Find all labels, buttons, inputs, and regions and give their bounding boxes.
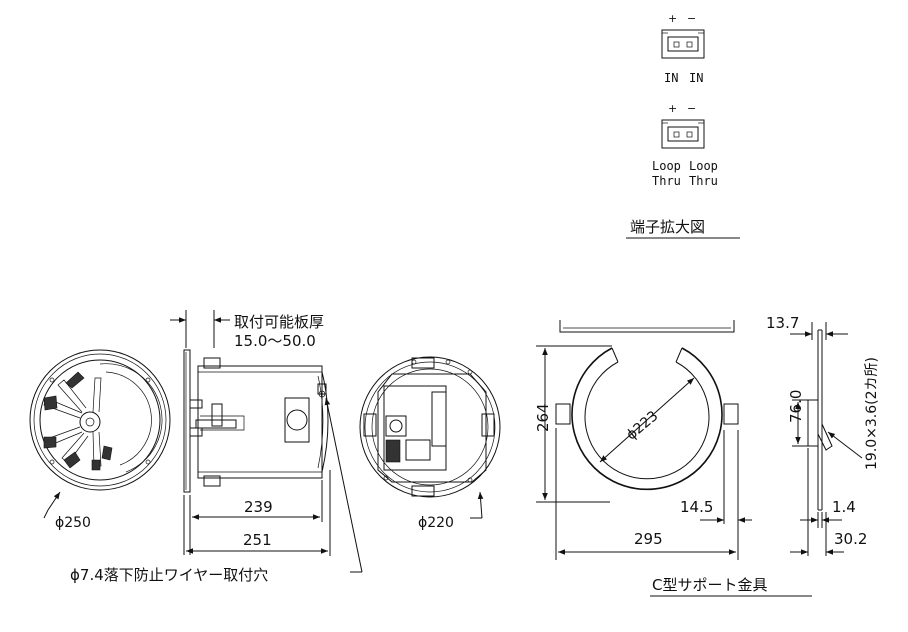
side-thickness-dim: 1.4 (832, 498, 856, 516)
bracket-height-dim: 264 (534, 403, 552, 432)
speaker-side-view: 取付可能板厚 15.0〜50.0 239 251 (70, 310, 363, 584)
speaker-back-view: ϕ220 (359, 356, 501, 531)
side-height-dim: 76.0 (787, 390, 805, 423)
terminal-loop-minus: − (687, 102, 696, 115)
wire-hole-label: ϕ7.4落下防止ワイヤー取付穴 (70, 566, 268, 584)
panel-thickness-range: 15.0〜50.0 (234, 332, 316, 350)
bracket-side-view: 13.7 76.0 19.0×3.6(2カ所) 1.4 30.2 (766, 314, 880, 556)
front-diameter-dim: ϕ250 (55, 515, 91, 531)
back-diameter-dim: ϕ220 (418, 515, 454, 531)
terminal-loop-label-right-1: Loop (689, 159, 718, 173)
terminal-loop-label-right-2: Thru (689, 174, 718, 188)
terminal-detail: + − IN IN + − Loop Thru Loop Thru 端子拡大図 (626, 12, 740, 239)
side-width-dim: 30.2 (834, 530, 867, 548)
terminal-in-minus: − (687, 12, 696, 25)
bracket-diameter-dim: ϕ223 (624, 408, 662, 443)
side-top-dim: 13.7 (766, 314, 799, 332)
terminal-caption: 端子拡大図 (630, 218, 705, 236)
terminal-loop-label-left-1: Loop (652, 159, 681, 173)
terminal-in-plus: + (668, 12, 677, 25)
c-bracket-view: ϕ223 264 14.5 295 C型サポート金具 (534, 320, 812, 597)
terminal-block-in (661, 29, 705, 59)
bracket-width-dim: 295 (634, 530, 663, 548)
bracket-caption: C型サポート金具 (652, 576, 767, 594)
bracket-offset-dim: 14.5 (680, 498, 713, 516)
speaker-front-view: ϕ250 (29, 349, 171, 531)
terminal-in-label-left: IN (664, 71, 678, 85)
panel-thickness-title: 取付可能板厚 (234, 313, 324, 331)
depth-inner-dim: 239 (244, 498, 273, 516)
terminal-in-label-right: IN (689, 71, 703, 85)
terminal-loop-label-left-2: Thru (652, 174, 681, 188)
depth-total-dim: 251 (243, 531, 272, 549)
side-hole-dim: 19.0×3.6(2カ所) (864, 357, 880, 470)
terminal-block-loop (661, 119, 705, 149)
terminal-loop-plus: + (668, 102, 677, 115)
